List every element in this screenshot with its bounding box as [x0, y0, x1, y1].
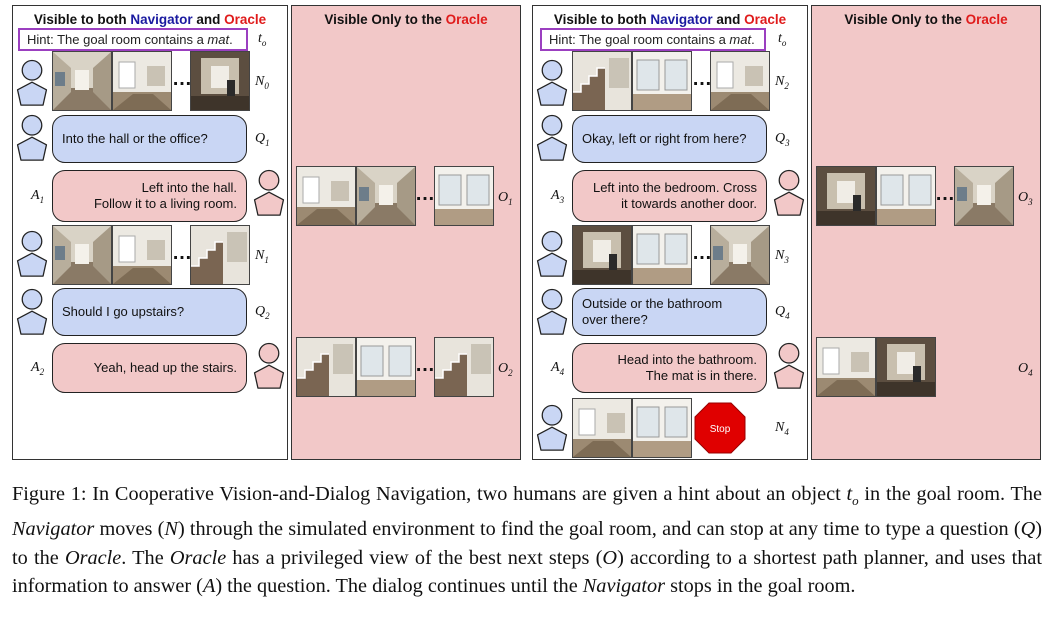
label-a2: A2 — [31, 360, 45, 377]
navigation-image — [572, 398, 632, 458]
answer-bubble-a2: Yeah, head up the stairs. — [52, 343, 247, 393]
navigation-image — [572, 225, 632, 285]
label-a4: A4 — [551, 360, 565, 377]
navigator-avatar-icon — [15, 57, 49, 109]
oracle-image — [876, 337, 936, 397]
navigation-image — [112, 225, 172, 285]
navigator-avatar-icon — [535, 112, 569, 164]
label-o1: O1 — [498, 190, 513, 207]
ellipsis: … — [415, 354, 435, 376]
hint-box: Hint: The goal room contains a mat. — [540, 28, 766, 51]
label-a3: A3 — [551, 188, 565, 205]
ellipsis: … — [692, 68, 712, 90]
stop-label: Stop — [710, 424, 731, 435]
label-n2: N2 — [775, 74, 789, 91]
oracle-avatar-icon — [772, 340, 806, 392]
navigation-image — [52, 225, 112, 285]
navigation-image — [190, 225, 250, 285]
question-bubble-q3: Okay, left or right from here? — [572, 115, 767, 163]
navigation-image — [632, 51, 692, 111]
label-q3: Q3 — [775, 131, 790, 148]
oracle-image — [296, 337, 356, 397]
label-a1: A1 — [31, 188, 45, 205]
navigator-avatar-icon — [535, 228, 569, 280]
navigator-avatar-icon — [535, 57, 569, 109]
figure-caption: Figure 1: In Cooperative Vision-and-Dial… — [12, 483, 1042, 597]
oracle-avatar-icon — [252, 167, 286, 219]
ellipsis: … — [172, 242, 192, 264]
oracle-image — [816, 166, 876, 226]
navigation-image — [52, 51, 112, 111]
navigator-avatar-icon — [535, 286, 569, 338]
oracle-image — [434, 166, 494, 226]
label-o2: O2 — [498, 361, 513, 378]
oracle-image — [356, 337, 416, 397]
panel-title: Visible Only to the Oracle — [324, 12, 488, 27]
label-o4: O4 — [1018, 361, 1033, 378]
ellipsis: … — [172, 68, 192, 90]
answer-bubble-a4: Head into the bathroom.The mat is in the… — [572, 343, 767, 393]
oracle-image — [816, 337, 876, 397]
label-t-o: to — [778, 31, 787, 48]
panel-title: Visible to both Navigator and Oracle — [33, 12, 267, 27]
label-o3: O3 — [1018, 190, 1033, 207]
panel-title: Visible Only to the Oracle — [844, 12, 1008, 27]
navigation-image — [632, 225, 692, 285]
question-bubble-q1: Into the hall or the office? — [52, 115, 247, 163]
label-q4: Q4 — [775, 304, 790, 321]
label-q2: Q2 — [255, 304, 270, 321]
label-n3: N3 — [775, 248, 789, 265]
answer-bubble-a1: Left into the hall.Follow it to a living… — [52, 170, 247, 222]
label-n0: N0 — [255, 74, 269, 91]
navigation-image — [572, 51, 632, 111]
oracle-image — [356, 166, 416, 226]
ellipsis: … — [692, 242, 712, 264]
navigation-image — [710, 51, 770, 111]
navigation-image — [190, 51, 250, 111]
navigator-avatar-icon — [15, 228, 49, 280]
oracle-avatar-icon — [772, 167, 806, 219]
navigation-image — [112, 51, 172, 111]
panel-title: Visible to both Navigator and Oracle — [553, 12, 787, 27]
label-t-o: to — [258, 31, 267, 48]
stop-sign-icon: Stop — [694, 402, 746, 454]
oracle-image — [954, 166, 1014, 226]
oracle-avatar-icon — [252, 340, 286, 392]
label-q1: Q1 — [255, 131, 270, 148]
navigation-image — [710, 225, 770, 285]
navigation-image — [632, 398, 692, 458]
navigator-avatar-icon — [15, 286, 49, 338]
navigator-avatar-icon — [535, 402, 569, 454]
oracle-image — [876, 166, 936, 226]
oracle-image — [296, 166, 356, 226]
oracle-image — [434, 337, 494, 397]
label-n4: N4 — [775, 420, 789, 437]
question-bubble-q2: Should I go upstairs? — [52, 288, 247, 336]
label-n1: N1 — [255, 248, 269, 265]
hint-box: Hint: The goal room contains a mat. — [18, 28, 248, 51]
ellipsis: … — [935, 183, 955, 205]
navigator-avatar-icon — [15, 112, 49, 164]
ellipsis: … — [415, 183, 435, 205]
